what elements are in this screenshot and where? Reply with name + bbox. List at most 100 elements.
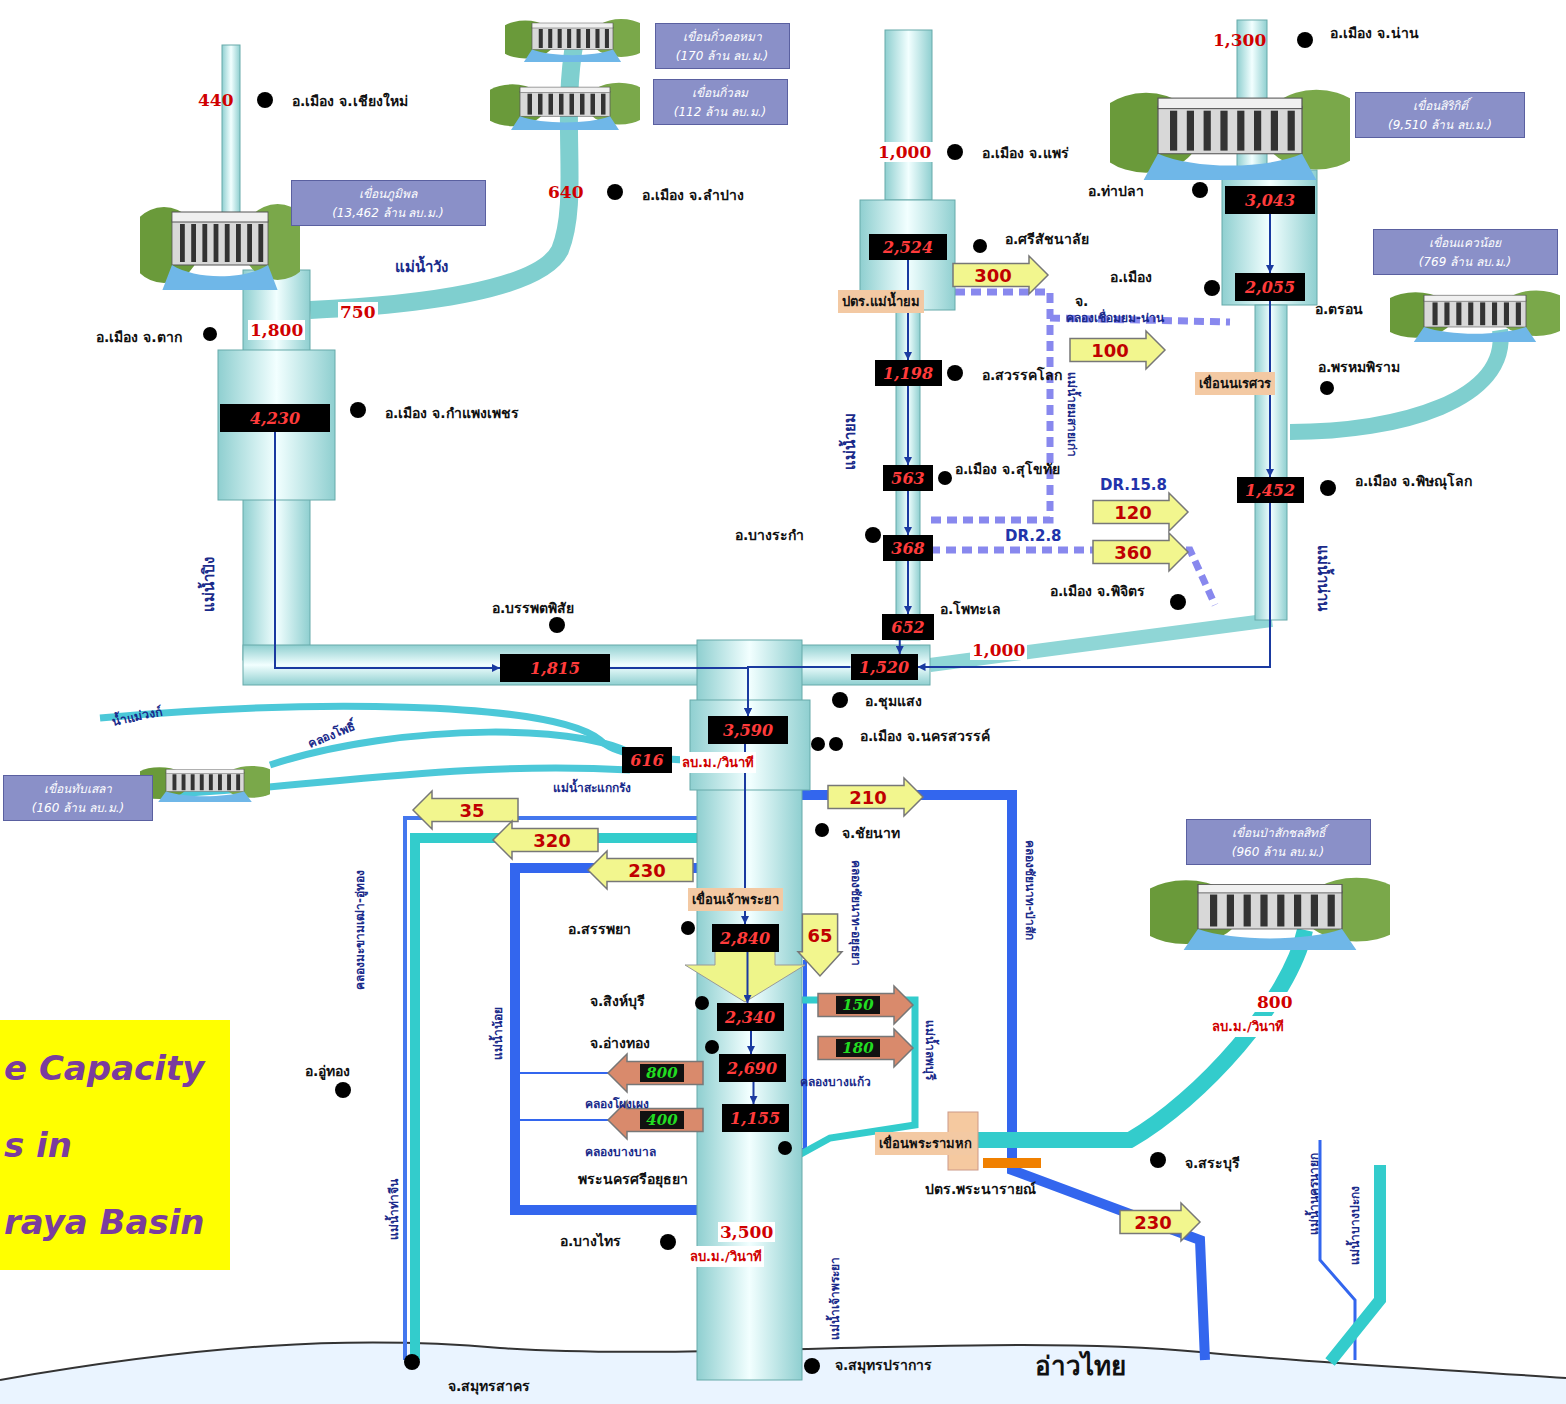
canals <box>930 620 1272 665</box>
flow-value: 1,800 <box>248 320 305 340</box>
river-pipes <box>690 700 810 790</box>
flow-connector <box>748 667 851 716</box>
diversion-arrow: 210 <box>828 778 923 816</box>
town-dot <box>947 144 963 160</box>
place-name: อ.อู่ทอง <box>305 1060 350 1082</box>
flow-capacity-box: 3,590 <box>708 716 788 744</box>
canal-name: น้ำแม่วงก์ <box>110 701 164 730</box>
title-text: raya Basin <box>4 1202 205 1242</box>
place-name: อ.เมือง จ.น่าน <box>1330 22 1419 44</box>
town-dot <box>1320 480 1336 496</box>
town-dot <box>1150 1152 1166 1168</box>
river-pipes <box>885 30 932 200</box>
diversion-arrow: 100 <box>1070 331 1165 369</box>
flow-value: 1,815 <box>530 659 580 678</box>
town-dot <box>778 1141 792 1155</box>
town-dot <box>350 402 366 418</box>
canal-arrow: 180 <box>818 1029 913 1067</box>
dam-illustration <box>128 204 314 290</box>
town-dot <box>607 184 623 200</box>
canal-name: แม่น้ำสะแกกรัง <box>553 778 631 797</box>
arrow-outline <box>493 821 598 859</box>
flow-value: 400 <box>640 1111 683 1129</box>
flow-value: 100 <box>1091 340 1129 361</box>
dam-label: เขื่อนภูมิพล(13,462 ล้าน ลบ.ม.) <box>291 180 486 226</box>
dam-text: เขื่อนกิ่วลม <box>692 83 748 102</box>
canals <box>515 868 720 1210</box>
flow-value: 640 <box>548 182 584 202</box>
town-dot <box>695 996 709 1010</box>
town-dot <box>1320 381 1334 395</box>
arrow-outline <box>1070 331 1165 369</box>
barrage <box>983 1158 1041 1168</box>
flow-capacity-box: 616 <box>622 747 672 773</box>
place-name: อ.เมือง จ.นครสวรรค์ <box>860 725 990 747</box>
place-name: อ.บางระกำ <box>735 524 804 546</box>
flow-capacity-box: 2,340 <box>717 1003 784 1031</box>
dam-text: (769 ล้าน ลบ.ม.) <box>1419 252 1512 271</box>
dam-text: เขื่อนภูมิพล <box>359 184 417 203</box>
town-dot <box>660 1234 676 1250</box>
dam-label: เขื่อนกิ่วคอหมา(170 ล้าน ลบ.ม.) <box>655 23 790 69</box>
diversion-arrow: 35 <box>413 791 518 829</box>
town-dot <box>549 617 565 633</box>
flow-capacity-box: 368 <box>883 535 933 561</box>
dam-text: (112 ล้าน ลบ.ม.) <box>674 102 767 121</box>
barrage-name: เขื่อนพระรามหก <box>875 1132 976 1155</box>
place-name: อ.โพทะเล <box>940 598 1001 620</box>
place-name: อ.บางไทร <box>560 1230 621 1252</box>
dam-illustration <box>1377 290 1566 342</box>
place-name: อ.ศรีสัชนาลัย <box>1005 228 1089 250</box>
canal-name: แม่น้ำน้อย <box>488 1007 507 1060</box>
place-name: อ.เมือง จ.สุโขทัย <box>955 458 1060 480</box>
dam-label: เขื่อนทับเสลา(160 ล้าน ลบ.ม.) <box>3 775 153 821</box>
canal-name: คลองบางบาล <box>585 1142 656 1161</box>
place-name: อ.เมือง จ.กำแพงเพชร <box>385 402 519 424</box>
river-name: แม่น้ำยม <box>838 413 862 470</box>
place-name: พระนครศรีอยุธยา <box>578 1168 688 1190</box>
town-dot <box>947 365 963 381</box>
place-name: จ.สมุทรสาคร <box>448 1375 530 1397</box>
flow-connector <box>918 503 1271 667</box>
dam-text: (13,462 ล้าน ลบ.ม.) <box>332 203 444 222</box>
canal-name: แม่น้ำเจ้าพระยา <box>825 1257 844 1340</box>
flow-capacity-box: 3,043 <box>1225 186 1315 214</box>
flow-value: 230 <box>628 860 666 881</box>
town-dot <box>865 527 881 543</box>
flow-connector <box>275 432 500 668</box>
canal-name: แม่น้ำบางปะกง <box>1345 1186 1364 1265</box>
flow-value: 1,520 <box>859 658 909 677</box>
diversion-arrow: 300 <box>953 256 1048 294</box>
canal-name: คลองโผงเผง <box>585 1094 649 1113</box>
diversion-arrow: 65 <box>798 914 842 976</box>
canals <box>405 818 700 1360</box>
place-name: อ.เมือง จ.แพร่ <box>982 142 1069 164</box>
barrage-name: ปตร.แม่น้ำยม <box>838 290 924 313</box>
flow-capacity-box: 1,452 <box>1237 477 1304 503</box>
place-name: อ.ท่าปลา <box>1088 180 1144 202</box>
flow-unit: ลบ.ม./วินาที <box>680 752 756 773</box>
title-panel: e Capacitys inraya Basin <box>0 1020 230 1270</box>
river-pipes <box>222 45 240 225</box>
barrage-name: เขื่อนนเรศวร <box>1195 372 1275 395</box>
flow-connector <box>907 491 909 535</box>
flow-capacity-box: 1,198 <box>875 360 942 386</box>
flow-value: 180 <box>836 1039 879 1057</box>
dam-illustration <box>479 83 653 130</box>
flow-value: 2,524 <box>883 238 933 257</box>
flow-value: 2,340 <box>725 1008 775 1027</box>
arrow-outline <box>953 256 1048 294</box>
flow-capacity-box: 4,230 <box>220 404 330 432</box>
flow-unit: ลบ.ม./วินาที <box>688 1246 764 1267</box>
flow-value: 2,690 <box>727 1059 777 1078</box>
flow-capacity-box: 2,690 <box>719 1054 786 1082</box>
place-name: อ.บรรพตพิสัย <box>492 597 574 619</box>
flow-value: 1,000 <box>876 142 933 162</box>
arrow-outline <box>818 1029 913 1067</box>
river-name: แม่น้ำปิง <box>197 557 221 612</box>
flow-value: 360 <box>1114 542 1152 563</box>
town-dot <box>938 471 952 485</box>
drain-name: DR.2.8 <box>1005 527 1062 545</box>
title-text: s in <box>4 1125 72 1165</box>
place-name: อ.สรรพยา <box>568 918 631 940</box>
